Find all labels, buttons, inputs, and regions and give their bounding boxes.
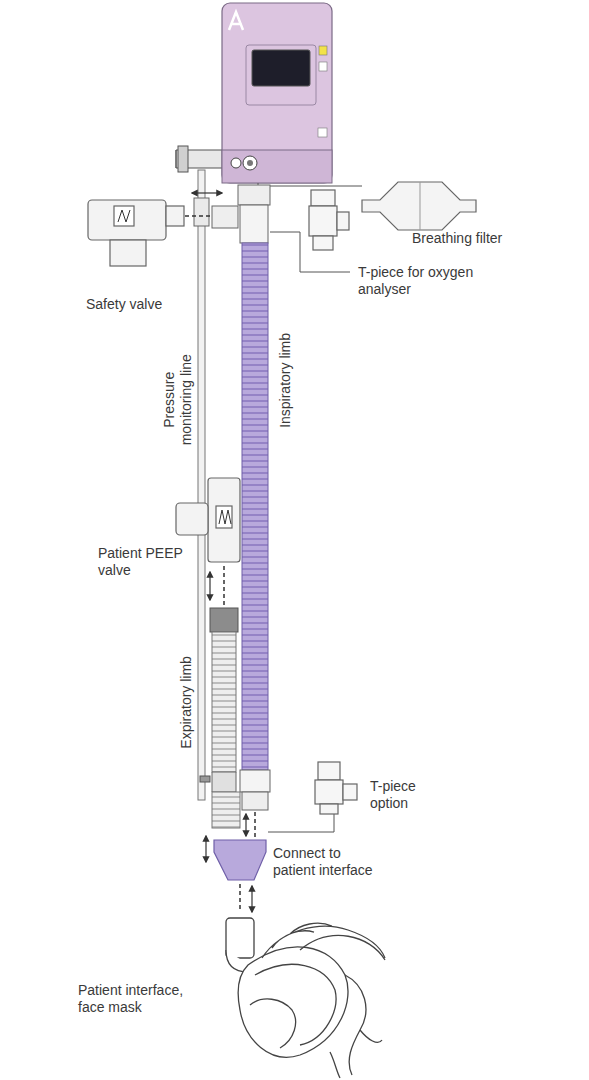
tpiece-top <box>311 190 335 206</box>
patient-face <box>330 975 366 1078</box>
peep-valve <box>176 478 240 562</box>
patient-wye-piece <box>214 840 266 880</box>
device-housing <box>222 3 332 183</box>
pressure-line-connector <box>194 198 209 226</box>
fit-arrow <box>209 572 210 600</box>
safety-valve-dash <box>185 215 212 217</box>
peep-spring <box>219 510 231 524</box>
fit-arrow <box>245 814 246 836</box>
valve-nozzle <box>166 206 184 226</box>
expiratory-tube <box>212 632 236 772</box>
part-label: T-piece for oxygen analyser <box>358 264 488 298</box>
part-label: Safety valve <box>86 296 196 313</box>
tpiece-body <box>309 206 337 236</box>
breathing-filter <box>362 182 476 230</box>
fit-arrow <box>192 192 222 193</box>
clinician-hand <box>262 923 385 958</box>
face-mask <box>226 918 385 1078</box>
part-label: Pressure monitoring line <box>161 340 195 460</box>
tpiece-bottom <box>313 236 333 250</box>
valve-lower-port <box>110 240 146 266</box>
oxygen-tpiece-leader <box>270 232 350 272</box>
oxygen-analyser-tpiece <box>309 190 349 250</box>
part-label: Breathing filter <box>412 230 524 247</box>
filter-leader <box>258 183 362 186</box>
ventilator-unit <box>176 3 332 183</box>
fit-arrow <box>205 836 206 862</box>
option-bottom <box>320 804 338 814</box>
bracket-clamp <box>178 146 188 172</box>
option-body <box>315 780 343 804</box>
gas-outlet-inner <box>247 160 253 166</box>
option-top <box>318 762 340 780</box>
part-label: Patient interface, face mask <box>78 982 192 1016</box>
brand-logo <box>229 12 243 30</box>
part-label: T-piece option <box>370 778 442 812</box>
display-bezel <box>246 45 316 105</box>
pressure-port <box>231 158 241 168</box>
peep-housing <box>208 478 240 562</box>
power-button <box>318 128 327 137</box>
mask-elbow <box>226 918 254 958</box>
inspiratory-cuff <box>240 205 268 243</box>
tpiece-side-port <box>337 212 349 230</box>
fit-dash <box>239 884 241 912</box>
part-label: Expiratory limb <box>178 632 195 772</box>
leader-lines <box>258 183 362 832</box>
filter-body <box>362 182 476 230</box>
inspiratory-bottom-cuff <box>240 770 270 792</box>
peep-knob <box>176 503 208 535</box>
wye-upper-right <box>242 792 268 810</box>
pressure-monitoring-tube <box>198 170 205 800</box>
device-display <box>252 50 310 86</box>
valve-spring <box>118 210 130 222</box>
device-front-band <box>222 150 332 183</box>
part-label: Patient PEEP valve <box>98 545 188 579</box>
valve-window <box>114 206 134 226</box>
tpiece-option <box>315 762 357 814</box>
safety-valve-socket <box>212 206 238 228</box>
fit-dash <box>254 812 256 838</box>
part-label: Connect to patient interface <box>273 845 381 879</box>
inspiratory-top-connector <box>238 185 270 205</box>
inspiratory-tube <box>242 243 268 770</box>
control-button <box>319 62 327 71</box>
patient-head <box>300 936 385 1043</box>
clinician-thumb <box>250 999 296 1048</box>
mask-shell <box>238 947 348 1057</box>
mask-cushion <box>255 964 336 1045</box>
expiratory-elbow <box>212 772 236 792</box>
fit-arrow <box>251 886 252 912</box>
gas-outlet-port <box>243 156 257 170</box>
peep-window <box>216 506 232 528</box>
fit-dash <box>223 566 225 606</box>
expiratory-top-cuff <box>210 608 238 632</box>
valve-body <box>88 200 166 240</box>
filter-seam <box>420 182 421 230</box>
alarm-button <box>319 46 327 55</box>
sample-port <box>200 776 210 782</box>
wye-upper-left <box>212 792 240 828</box>
safety-valve <box>88 200 184 266</box>
tpiece-option-leader <box>268 812 334 832</box>
option-side-port <box>343 784 357 800</box>
part-label: Inspiratory limb <box>277 300 294 460</box>
